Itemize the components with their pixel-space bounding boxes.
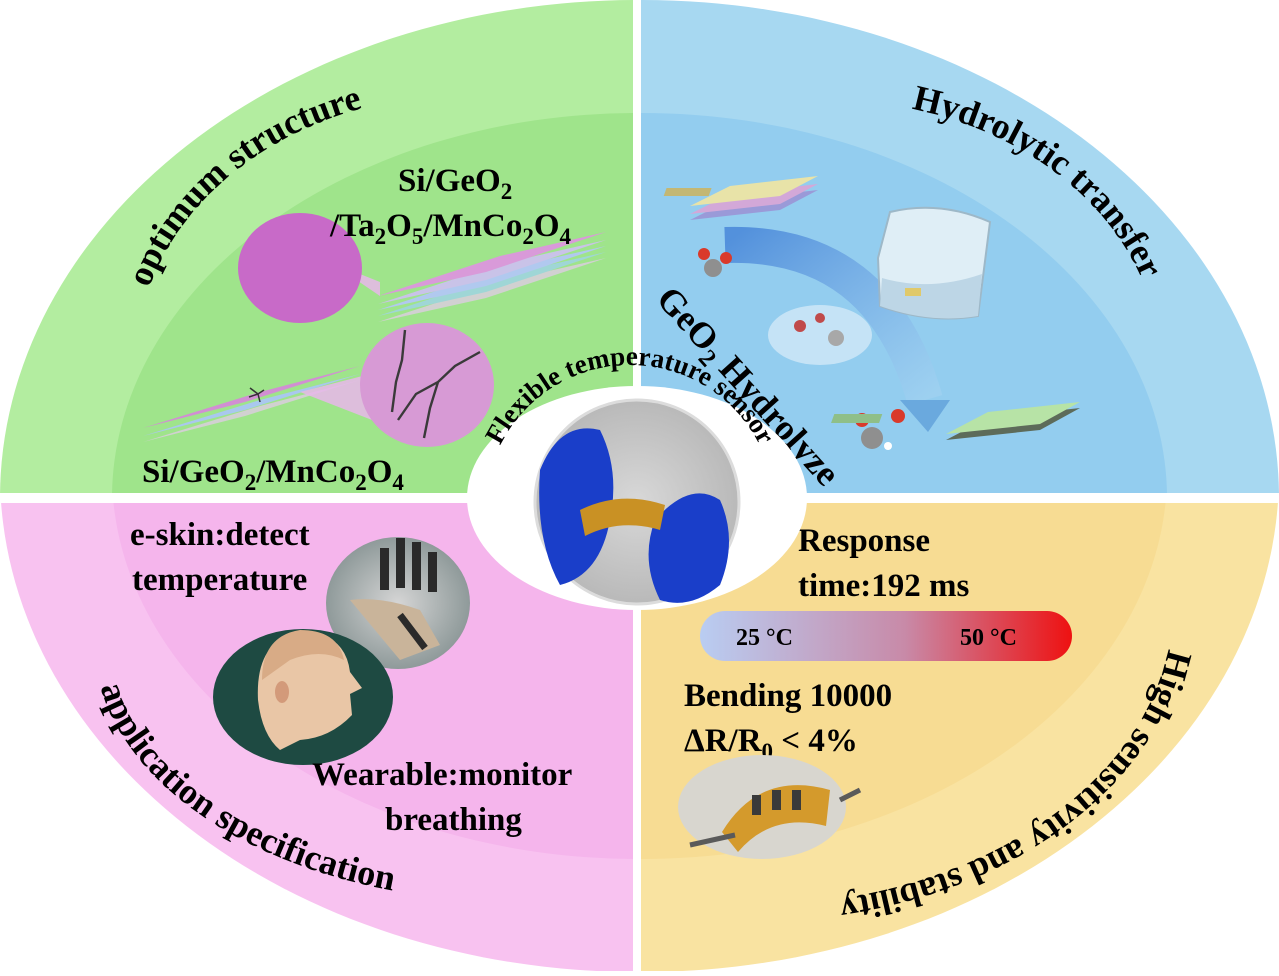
layered-film-top <box>378 232 606 322</box>
label-stack-top-line1: Si/GeO2 <box>398 163 512 204</box>
quadrant-hydrolytic-transfer: Hydrolytic transfer <box>641 0 1279 493</box>
hydrolyze-curve-arrow <box>724 226 943 406</box>
label-eskin-line2: temperature <box>132 562 307 598</box>
hydrolyze-arrow-head <box>900 400 950 432</box>
layered-film-bottom <box>143 366 360 442</box>
label-stack-bottom: Si/GeO2/MnCo2O4 <box>142 454 404 495</box>
label-wearable-line2: breathing <box>385 802 522 838</box>
bending-device-image <box>678 755 862 859</box>
label-wearable-line1: Wearable:monitor <box>312 757 572 793</box>
quadrant-high-sensitivity-stability: High sensitivity and stability Response … <box>641 503 1278 972</box>
center-sensor: Flexible temperature sensor <box>467 341 807 610</box>
zoom-circle-cracked <box>360 323 494 447</box>
label-eskin-line1: e-skin:detect <box>130 517 310 553</box>
flexible-sensor-film <box>580 498 665 536</box>
label-gradient-hot: 50 °C <box>960 625 1017 651</box>
label-response-line1: Response <box>798 523 930 559</box>
label-bending-line1: Bending 10000 <box>684 678 892 714</box>
face-profile-image <box>213 629 393 765</box>
eskin-hand-image <box>326 537 470 669</box>
molecule-left <box>698 248 732 277</box>
zoom-beam-bottom <box>300 372 378 420</box>
label-bending-line2: ΔR/R0 < 4% <box>684 723 858 764</box>
beaker <box>876 206 992 320</box>
cracks-zoom <box>390 329 481 439</box>
chip-stack-target <box>831 402 1080 440</box>
glove-right <box>648 493 729 603</box>
label-gradient-cold: 25 °C <box>736 625 793 651</box>
zoom-circle-smooth <box>238 213 362 323</box>
label-response-line2: time:192 ms <box>798 568 970 604</box>
hydrolysis-cloud <box>768 305 872 365</box>
label-stack-top-line2: /Ta2O5/MnCo2O4 <box>329 208 572 249</box>
glove-left <box>539 428 614 585</box>
crack-small <box>248 387 265 403</box>
temperature-gradient-bar <box>700 611 1072 661</box>
chip-stack-source <box>663 176 818 220</box>
